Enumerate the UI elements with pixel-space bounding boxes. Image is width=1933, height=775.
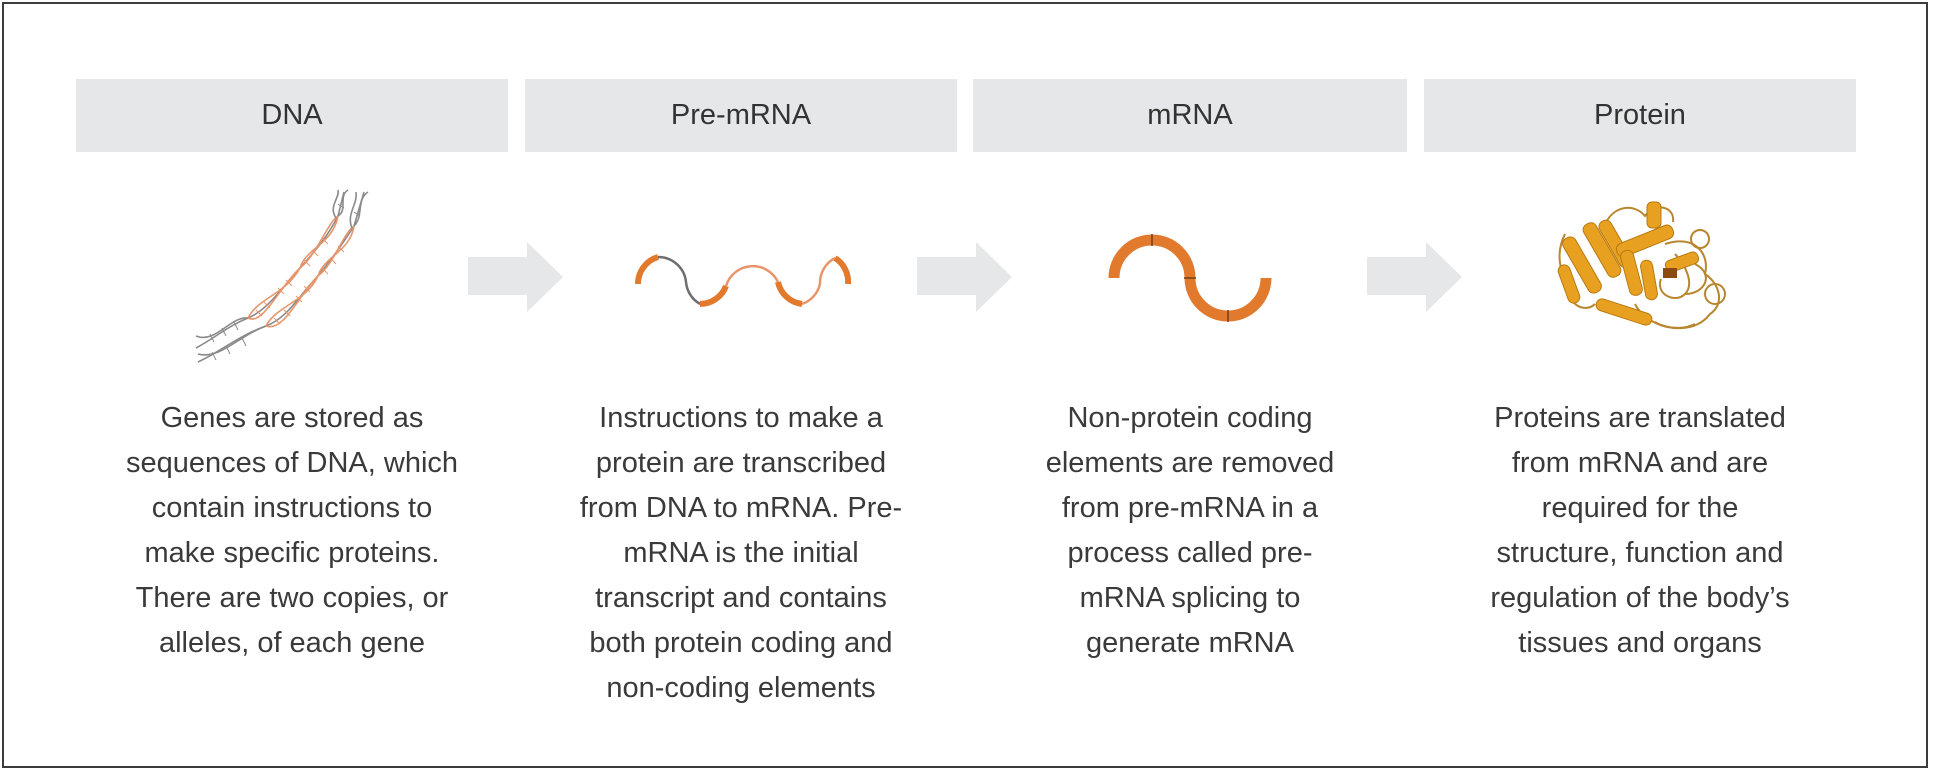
step-description-mrna: Non-protein coding elements are removed … (1045, 402, 1335, 659)
step-title: DNA (261, 99, 323, 131)
dna-double-helix-icon (195, 189, 369, 363)
dna-strand-2 (197, 191, 369, 363)
step-title: Protein (1594, 99, 1686, 131)
dna-strand-1 (195, 189, 349, 349)
step-description-dna: Genes are stored as sequences of DNA, wh… (125, 402, 459, 659)
step-title: mRNA (1147, 99, 1233, 131)
right-arrow-icon (917, 242, 1012, 312)
step-header-mrna: mRNA (973, 79, 1407, 152)
step-title: Pre-mRNA (670, 99, 812, 131)
step-header-protein: Protein (1424, 79, 1856, 152)
right-arrow-icon (468, 242, 563, 312)
protein-structure-icon (1557, 201, 1726, 330)
step-description-protein: Proteins are translated from mRNA and ar… (1490, 402, 1790, 659)
step-header-pre-mrna: Pre-mRNA (525, 79, 957, 152)
right-arrow-icon (1367, 242, 1462, 312)
pre-mrna-strand-icon (634, 254, 852, 307)
mrna-strand-icon (1108, 234, 1272, 322)
step-description-pre-mrna: Instructions to make a protein are trans… (579, 402, 903, 704)
step-header-dna: DNA (76, 79, 508, 152)
